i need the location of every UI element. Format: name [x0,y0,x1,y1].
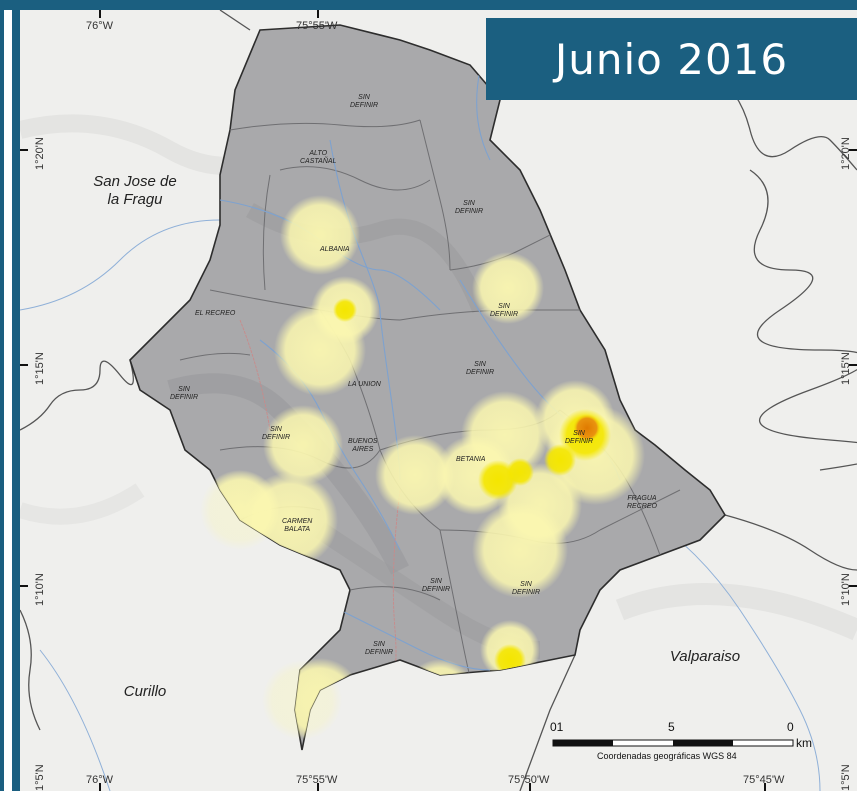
scale-label: 5 [668,720,675,734]
municipal-border [519,654,576,791]
left-coord: 1°15'N [34,352,46,385]
heat-spot-outer [262,660,342,740]
river [20,219,221,311]
municipal-border [20,359,134,431]
map-title: Junio 2016 [554,34,789,84]
scale-bar [552,739,794,747]
left-panel-strip [4,10,12,791]
vereda-label: CARMEN BALATA [282,518,313,533]
vereda-label: SIN DEFINIR [365,641,393,656]
scale-label: 0 [787,720,794,734]
vereda-label: BETANIA [456,456,486,463]
municipal-border [709,69,857,171]
top-coord: 75°55'W [296,20,338,32]
municipal-border [724,514,857,571]
vereda-label: SIN DEFINIR [170,386,198,401]
river [639,509,821,791]
right-coord: 1°10'N [840,573,852,606]
heat-spot-outer [200,470,280,550]
scale-unit: km [796,736,812,750]
bottom-coord: 76°W [86,774,114,786]
left-coord: 1°10'N [34,573,46,606]
town-label-valparaiso: Valparaiso [669,648,741,665]
vereda-label: FRAGUA RECREO [627,495,657,510]
town-label-san-jose: San Jose de la Fragu [93,173,177,208]
bottom-coord: 75°55'W [296,774,338,786]
map-canvas[interactable]: Junio 2016 76°W 75°55'W 76°W 75°55'W 75°… [20,10,857,791]
vereda-label: ALTO CASTAÑAL [300,150,337,165]
municipal-border [749,169,857,471]
vereda-label: SIN DEFINIR [455,200,483,215]
bottom-coord: 75°45'W [743,774,785,786]
vereda-label: SIN DEFINIR [262,426,290,441]
vereda-label: SIN DEFINIR [512,581,540,596]
right-coord: 1°15'N [840,352,852,385]
scale-label: 01 [550,720,564,734]
municipal-border [20,609,41,731]
vereda-label: BUENOS AIRES [348,438,378,453]
vereda-label: SIN DEFINIR [466,361,494,376]
town-label-curillo: Curillo [123,683,167,700]
right-coord: 1°5'N [840,764,852,791]
river [39,649,111,791]
coordinate-system-credit: Coordenadas geográficas WGS 84 [597,751,737,761]
left-coord: 1°20'N [34,137,46,170]
vereda-label: SIN DEFINIR [490,303,518,318]
left-coord: 1°5'N [34,764,46,791]
graticule-ticks [20,10,857,791]
vereda-label: SIN DEFINIR [350,94,378,109]
vereda-label: EL RECREO [195,310,236,317]
vereda-label: ALBANIA [320,246,350,253]
municipal-border [219,10,251,31]
bottom-coord: 75°50'W [508,774,550,786]
top-coord: 76°W [86,20,114,32]
map-graphic [20,10,857,791]
right-coord: 1°20'N [840,137,852,170]
vereda-label: SIN DEFINIR [565,430,593,445]
terrain-ridge [20,483,145,525]
map-title-box: Junio 2016 [486,18,857,100]
vereda-label: LA UNION [348,381,381,388]
vereda-label: SIN DEFINIR [422,578,450,593]
